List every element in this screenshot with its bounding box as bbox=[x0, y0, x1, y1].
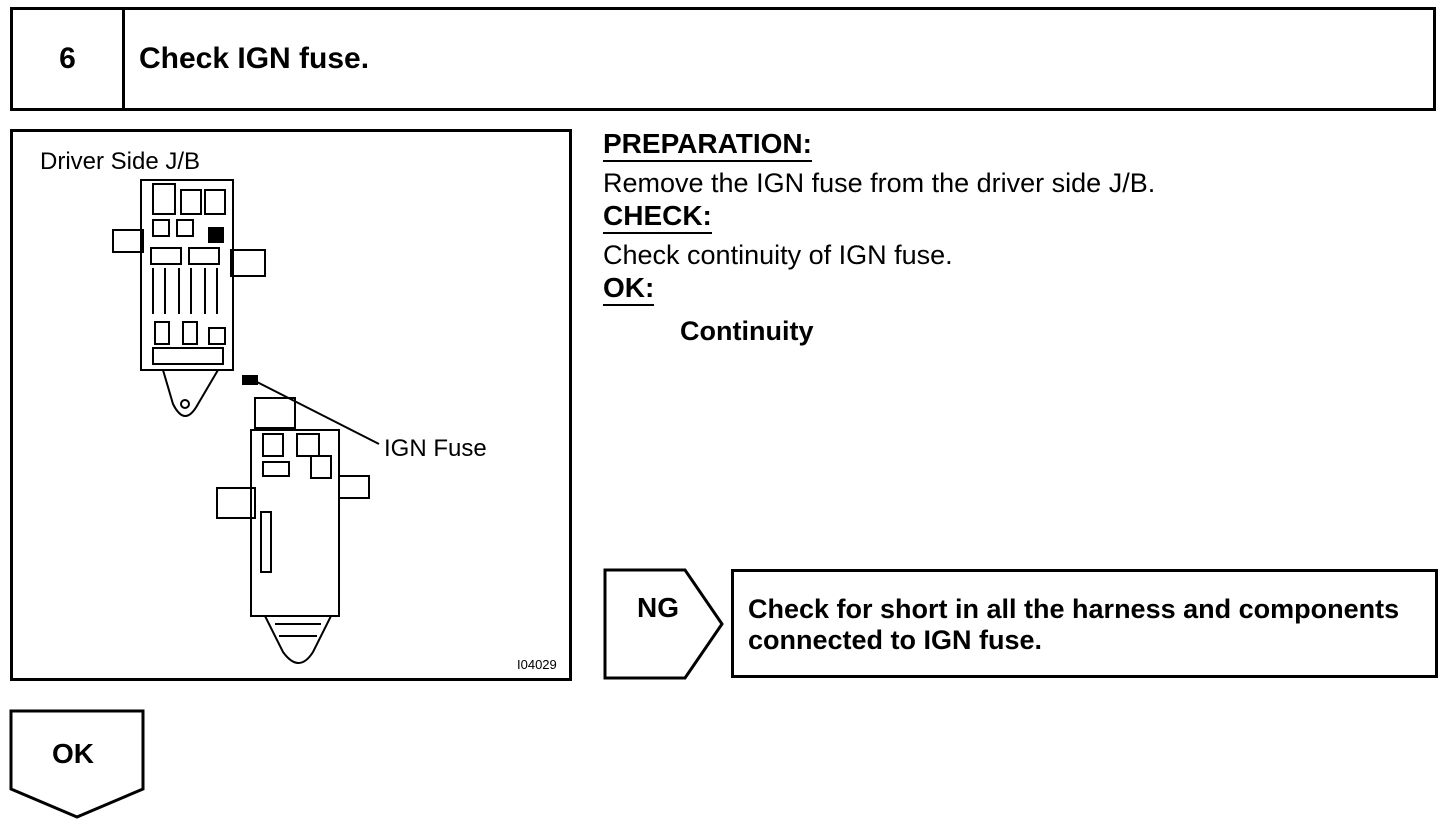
step-title: Check IGN fuse. bbox=[139, 42, 370, 75]
instructions: PREPARATION: Remove the IGN fuse from th… bbox=[603, 128, 1443, 348]
jb-label: Driver Side J/B bbox=[40, 148, 201, 175]
check-heading: CHECK: bbox=[603, 200, 712, 234]
ign-fuse-label: IGN Fuse bbox=[384, 435, 487, 462]
check-text: Check continuity of IGN fuse. bbox=[603, 240, 953, 270]
ok-label: OK bbox=[52, 738, 94, 769]
ng-arrow-shape bbox=[603, 568, 724, 680]
step-number: 6 bbox=[13, 10, 125, 108]
junction-block-illustration bbox=[112, 179, 380, 664]
step-header: 6 Check IGN fuse. bbox=[10, 7, 1436, 111]
ok-arrow-shape bbox=[9, 709, 145, 819]
ng-action-box: Check for short in all the harness and c… bbox=[731, 569, 1438, 678]
ng-label: NG bbox=[637, 592, 679, 623]
preparation-heading: PREPARATION: bbox=[603, 128, 812, 162]
figure-code: I04029 bbox=[517, 657, 557, 672]
ok-result: Continuity bbox=[680, 316, 814, 346]
preparation-text: Remove the IGN fuse from the driver side… bbox=[603, 168, 1156, 198]
figure-panel: Driver Side J/B IGN Fuse I04029 bbox=[10, 129, 572, 681]
ok-heading: OK: bbox=[603, 272, 655, 306]
